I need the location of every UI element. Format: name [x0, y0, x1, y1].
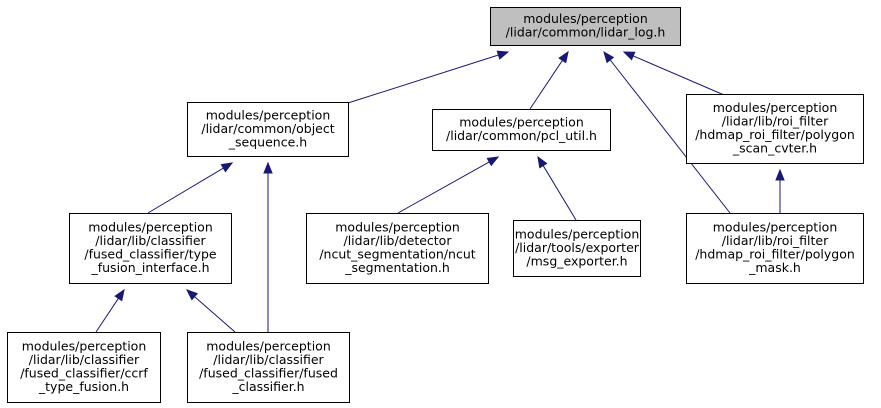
edge-line — [147, 167, 224, 214]
node-polygon-mask[interactable]: modules/perception/lidar/lib/roi_filter/… — [686, 213, 864, 284]
arrowhead — [220, 162, 234, 173]
arrowhead — [496, 50, 510, 60]
node-label-line: /lidar/common/pcl_util.h — [446, 128, 597, 143]
node-pcl-util[interactable]: modules/perception/lidar/common/pcl_util… — [432, 109, 611, 151]
node-label-line: /lidar/lib/roi_filter — [722, 233, 829, 248]
node-label-line: /hdmap_roi_filter/polygon — [695, 247, 855, 262]
node-label-line: /lidar/common/lidar_log.h — [506, 25, 666, 40]
edge-line — [632, 55, 725, 96]
edge-polygon_mask-to-lidar_log — [603, 50, 731, 214]
node-label-line: modules/perception — [523, 11, 648, 26]
node-label-line: modules/perception — [713, 220, 838, 235]
node-label-line: modules/perception — [22, 339, 147, 354]
node-label-line: /lidar/lib/roi_filter — [722, 114, 829, 129]
node-label-line: _segmentation.h — [344, 260, 450, 275]
node-label-line: modules/perception — [713, 100, 838, 115]
node-label-line: modules/perception — [206, 107, 331, 122]
node-label-line: _sequence.h — [228, 134, 307, 149]
node-box — [7, 332, 161, 403]
arrowhead — [603, 50, 615, 64]
node-label-line: /msg_exporter.h — [526, 253, 627, 268]
node-object-sequence[interactable]: modules/perception/lidar/common/object_s… — [187, 102, 349, 157]
edge-line — [542, 165, 577, 221]
node-label-line: _scan_cvter.h — [732, 141, 817, 156]
edge-ncut_segmentation-to-pcl_util — [397, 156, 500, 214]
node-ncut-segmentation[interactable]: modules/perception/lidar/lib/detector/nc… — [306, 213, 489, 284]
edge-fused_classifier-to-object_sequence — [263, 161, 273, 332]
arrowhead — [185, 289, 199, 301]
node-label-line: modules/perception — [88, 220, 213, 235]
node-label-line: _type_fusion.h — [38, 379, 129, 394]
edge-line — [194, 296, 236, 333]
node-label-line: /ncut_segmentation/ncut — [319, 247, 475, 262]
edge-line — [609, 59, 731, 214]
arrowhead — [558, 50, 569, 64]
edge-msg_exporter-to-pcl_util — [537, 155, 577, 221]
node-label-line: modules/perception — [335, 220, 460, 235]
edge-line — [347, 54, 499, 104]
node-label-line: modules/perception — [515, 226, 640, 241]
edge-object_sequence-to-lidar_log — [347, 50, 510, 104]
node-label-line: /fused_classifier/fused — [199, 366, 338, 381]
edge-line — [529, 60, 563, 110]
node-label-line: modules/perception — [459, 115, 584, 130]
edge-polygon_scan_cvter-to-lidar_log — [622, 51, 725, 96]
arrowhead — [622, 51, 636, 61]
edge-pcl_util-to-lidar_log — [529, 50, 569, 110]
node-lidar-log[interactable]: modules/perception/lidar/common/lidar_lo… — [490, 7, 681, 46]
node-label-line: /lidar/lib/classifier — [213, 352, 324, 367]
node-msg-exporter[interactable]: modules/perception/lidar/tools/exporter/… — [513, 220, 641, 277]
node-box — [686, 94, 864, 164]
node-label-line: /fused_classifier/ccrf — [20, 366, 148, 381]
node-fused-classifier[interactable]: modules/perception/lidar/lib/classifier/… — [187, 332, 350, 403]
arrowhead — [114, 288, 125, 302]
arrowhead — [537, 155, 548, 169]
node-box — [187, 102, 349, 157]
node-box — [686, 213, 864, 284]
node-type-fusion-interface[interactable]: modules/perception/lidar/lib/classifier/… — [69, 213, 232, 284]
node-label-line: _classifier.h — [231, 379, 304, 394]
edge-polygon_mask-to-polygon_scan_cvter — [775, 168, 785, 213]
arrowhead — [775, 168, 785, 181]
node-box — [306, 213, 489, 284]
node-polygon-scan-cvter[interactable]: modules/perception/lidar/lib/roi_filter/… — [686, 94, 864, 164]
node-label-line: /fused_classifier/type — [84, 247, 217, 262]
node-label-line: /lidar/common/object — [201, 121, 334, 136]
node-box — [513, 220, 641, 277]
node-box — [490, 7, 681, 46]
node-label-line: /lidar/lib/detector — [344, 233, 453, 248]
node-label-line: /lidar/tools/exporter — [515, 240, 640, 255]
edge-type_fusion_interface-to-object_sequence — [147, 162, 234, 214]
arrowhead — [486, 156, 500, 167]
arrowhead — [263, 161, 273, 174]
node-label-line: _mask.h — [748, 260, 801, 275]
node-box — [187, 332, 350, 403]
node-label-line: /hdmap_roi_filter/polygon — [695, 127, 855, 142]
edge-ccrf_type_fusion-to-type_fusion_interface — [95, 288, 125, 333]
node-ccrf-type-fusion[interactable]: modules/perception/lidar/lib/classifier/… — [7, 332, 161, 403]
node-box — [69, 213, 232, 284]
node-label-line: /lidar/lib/classifier — [95, 233, 206, 248]
edge-line — [397, 161, 490, 214]
node-label-line: /lidar/lib/classifier — [29, 352, 140, 367]
node-label-line: modules/perception — [206, 339, 331, 354]
node-label-line: _fusion_interface.h — [90, 260, 209, 275]
edge-fused_classifier-to-type_fusion_interface — [185, 289, 236, 333]
edge-line — [95, 298, 119, 333]
node-box — [432, 109, 611, 151]
